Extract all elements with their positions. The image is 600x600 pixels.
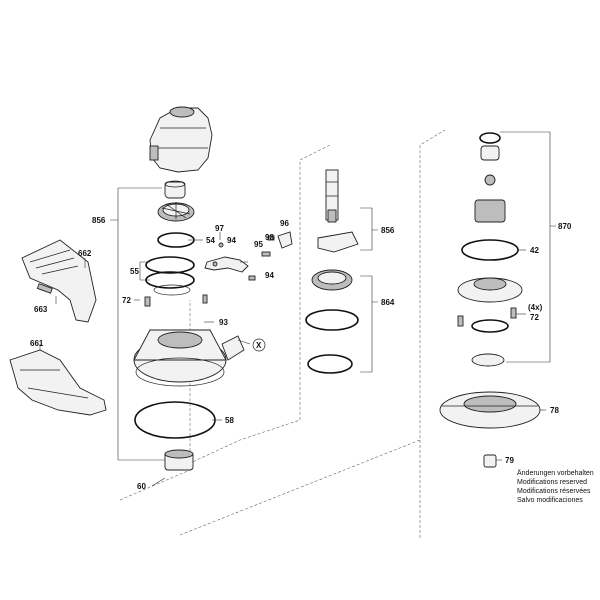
spring-rings bbox=[145, 256, 195, 296]
part-label-856: 856 bbox=[92, 216, 106, 225]
note-spanish: Salvo modificaciones bbox=[517, 497, 583, 504]
bearing-ring bbox=[305, 309, 359, 331]
part-label-661: 661 bbox=[30, 339, 44, 348]
motor-housing bbox=[149, 106, 213, 173]
dust-hood bbox=[133, 329, 245, 387]
seal-ring-middle bbox=[307, 354, 353, 374]
part-label-94-second: 94 bbox=[265, 271, 274, 280]
handle-screw bbox=[36, 283, 53, 294]
part-label-94: 94 bbox=[227, 236, 236, 245]
part-label-870: 870 bbox=[558, 222, 572, 231]
part-label-98: 98 bbox=[265, 233, 274, 242]
part-label-79: 79 bbox=[505, 456, 514, 465]
part-label-663: 663 bbox=[34, 305, 48, 314]
note-french: Modifications réservées bbox=[517, 488, 591, 495]
leader-lines bbox=[39, 131, 556, 487]
spindle bbox=[325, 169, 339, 223]
part-label-93: 93 bbox=[219, 318, 228, 327]
part-label-97: 97 bbox=[215, 224, 224, 233]
note-english: Modifications reserved bbox=[517, 479, 587, 486]
part-label-78: 78 bbox=[550, 406, 559, 415]
modification-notes: Änderungen vorbehalten Modifications res… bbox=[517, 469, 594, 504]
x-marker-circle bbox=[252, 338, 266, 352]
eccentric-weight bbox=[317, 231, 359, 253]
gear bbox=[157, 202, 195, 222]
seal-ring bbox=[134, 401, 216, 439]
small-screws bbox=[144, 235, 275, 307]
part-label-662: 662 bbox=[78, 249, 92, 258]
clamp-lever bbox=[277, 231, 293, 249]
bearing bbox=[164, 180, 186, 199]
part-label-72-right: 72 bbox=[530, 313, 539, 322]
protection-guard bbox=[9, 349, 107, 416]
part-label-42: 42 bbox=[530, 246, 539, 255]
spindle-gear bbox=[311, 269, 353, 291]
note-german: Änderungen vorbehalten bbox=[517, 469, 594, 477]
part-label-856-middle: 856 bbox=[381, 226, 395, 235]
part-label-96: 96 bbox=[280, 219, 289, 228]
part-label-54: 54 bbox=[206, 236, 215, 245]
part-label-55: 55 bbox=[130, 267, 139, 276]
x-marker-label: X bbox=[256, 341, 262, 350]
part-label-60: 60 bbox=[137, 482, 146, 491]
right-components bbox=[439, 132, 541, 468]
part-label-864: 864 bbox=[381, 298, 395, 307]
bushing bbox=[164, 449, 194, 471]
part-label-95: 95 bbox=[254, 240, 263, 249]
side-handle bbox=[21, 239, 97, 323]
part-label-58: 58 bbox=[225, 416, 234, 425]
part-label-4x: (4x) bbox=[528, 303, 543, 312]
part-label-72: 72 bbox=[122, 296, 131, 305]
bracket bbox=[204, 256, 249, 273]
